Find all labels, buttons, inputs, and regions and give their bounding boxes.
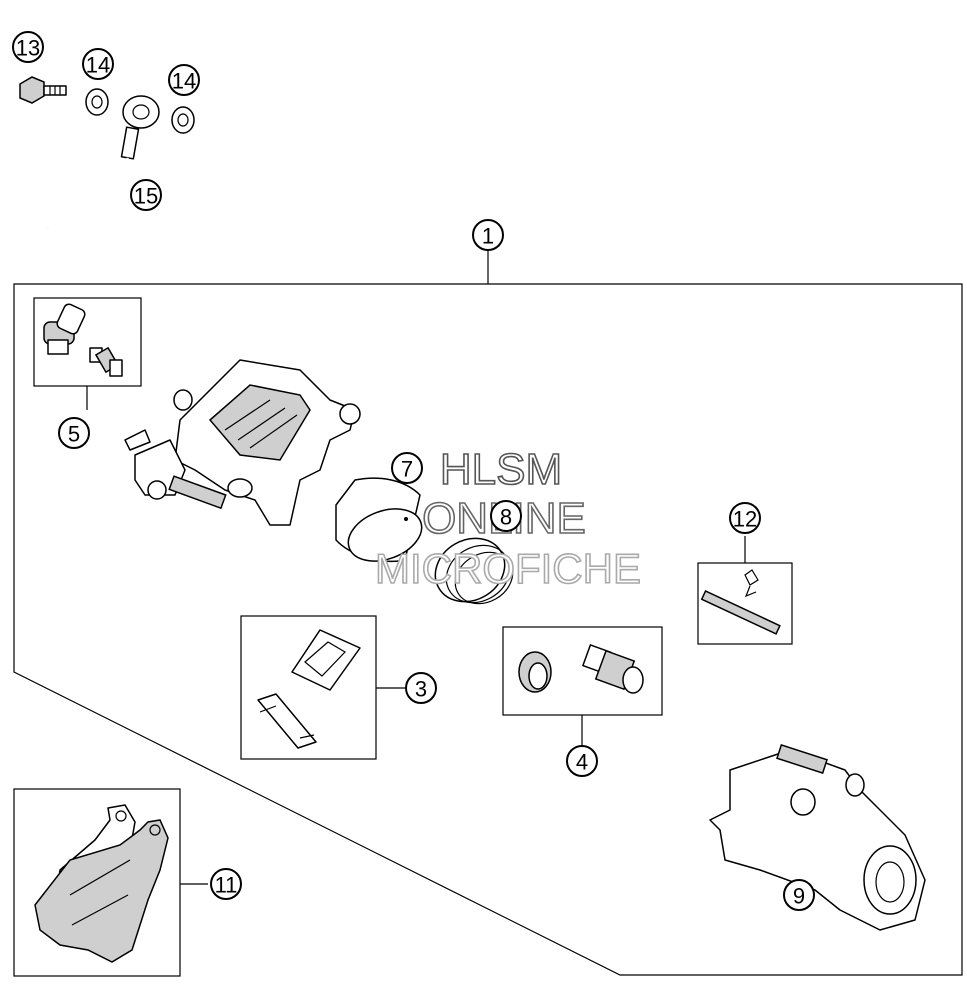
svg-text:13: 13 — [16, 36, 40, 61]
caliper-piston — [335, 477, 423, 562]
dust-boot — [518, 651, 552, 693]
callout-9: 9 — [783, 879, 815, 911]
callout-15: 15 — [130, 179, 162, 211]
svg-text:5: 5 — [68, 422, 80, 447]
bleeder-elbow — [43, 303, 86, 355]
banjo-bolt — [19, 76, 67, 104]
svg-text:11: 11 — [215, 873, 238, 898]
callout-1: 1 — [472, 219, 504, 251]
box-brake-pads — [13, 788, 181, 977]
pad-spring-top — [291, 629, 361, 691]
svg-text:1: 1 — [482, 224, 494, 249]
svg-text:3: 3 — [415, 677, 427, 702]
watermark-line1: HLSM — [440, 445, 562, 494]
callout-8: 8 — [490, 500, 522, 532]
sealing-washer-right — [171, 106, 195, 134]
svg-text:15: 15 — [134, 184, 158, 209]
svg-text:7: 7 — [401, 457, 413, 482]
svg-text:8: 8 — [500, 505, 512, 530]
svg-text:4: 4 — [576, 750, 588, 775]
callout-14-right: 14 — [168, 64, 200, 96]
watermark-line3: MICROFICHE — [375, 545, 641, 592]
slide-pin-bushing — [582, 644, 644, 694]
callout-4: 4 — [566, 745, 598, 777]
callout-13: 13 — [12, 31, 44, 63]
svg-text:9: 9 — [793, 884, 805, 909]
callout-11: 11 — [210, 868, 242, 900]
assembly-outline — [13, 283, 963, 976]
caliper-housing — [124, 359, 361, 526]
brake-line — [47, 95, 160, 230]
pad-pin — [700, 569, 781, 635]
svg-text:14: 14 — [86, 53, 110, 78]
brake-pad-front — [34, 819, 169, 963]
callout-3: 3 — [405, 672, 437, 704]
watermark: HLSM ONLINE MICROFICHE — [374, 444, 642, 593]
callout-7: 7 — [391, 452, 423, 484]
pad-spring-bottom — [257, 693, 317, 749]
svg-text:14: 14 — [172, 69, 196, 94]
callout-12: 12 — [729, 502, 761, 534]
callout-14-left: 14 — [82, 48, 114, 80]
callout-5: 5 — [58, 417, 90, 449]
bleeder-valve — [89, 346, 123, 377]
sealing-washer-left — [85, 88, 109, 116]
brake-carrier — [709, 743, 926, 931]
svg-text:12: 12 — [733, 507, 757, 532]
piston-seal-ring — [434, 537, 514, 605]
